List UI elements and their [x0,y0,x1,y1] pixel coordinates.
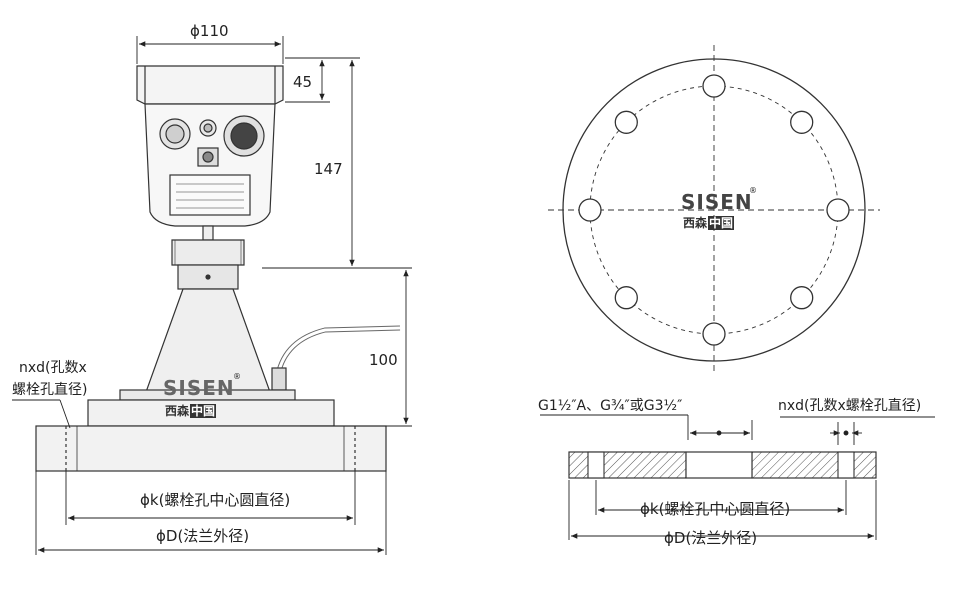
top-diameter-label: ϕ110 [190,22,229,40]
bolt-hole [614,110,638,134]
housing-cap [136,65,284,105]
bolt-hole [790,110,814,134]
flange-side [35,425,387,472]
section-bolt-circle-label: ϕk(螺栓孔中心圆直径) [640,500,791,518]
section-view [568,451,877,479]
side-view-dimensions [12,36,412,555]
bolt-hole [790,286,814,310]
side-holes-label-line1: nxd(孔数x [19,360,87,376]
side-flange-od-label: ϕD(法兰外径) [156,527,250,545]
neck [171,239,245,266]
bolt-hole [614,286,638,310]
logo-watermark-side: SISEN ® 西森中国 [163,372,241,418]
nameplate [169,174,251,216]
bolt-hole [578,198,602,222]
section-flange-od-label: ϕD(法兰外径) [664,529,758,547]
side-holes-label-line2: 螺栓孔直径) [12,382,88,398]
section-view-dimensions [540,414,935,540]
side-bolt-circle-label: ϕk(螺栓孔中心圆直径) [140,491,291,509]
section-holes-label: nxd(孔数x螺栓孔直径) [778,398,922,414]
plan-view-flange [548,45,880,375]
housing-height-label: 147 [314,160,343,178]
section-bolt-hole-left [587,451,605,479]
bolt-hole [702,322,726,346]
logo-watermark-plan: SISEN ® 西森中国 [681,186,757,230]
section-bolt-hole-right [837,451,855,479]
horn-height-label: 100 [369,351,398,369]
bolt-hole [702,74,726,98]
cap-height-label: 45 [293,73,313,91]
thread-label: G1½″A、G¾″或G3½″ [538,398,683,414]
side-view-device [35,65,401,472]
bolt-holes [578,74,850,346]
bolt-hole [826,198,850,222]
